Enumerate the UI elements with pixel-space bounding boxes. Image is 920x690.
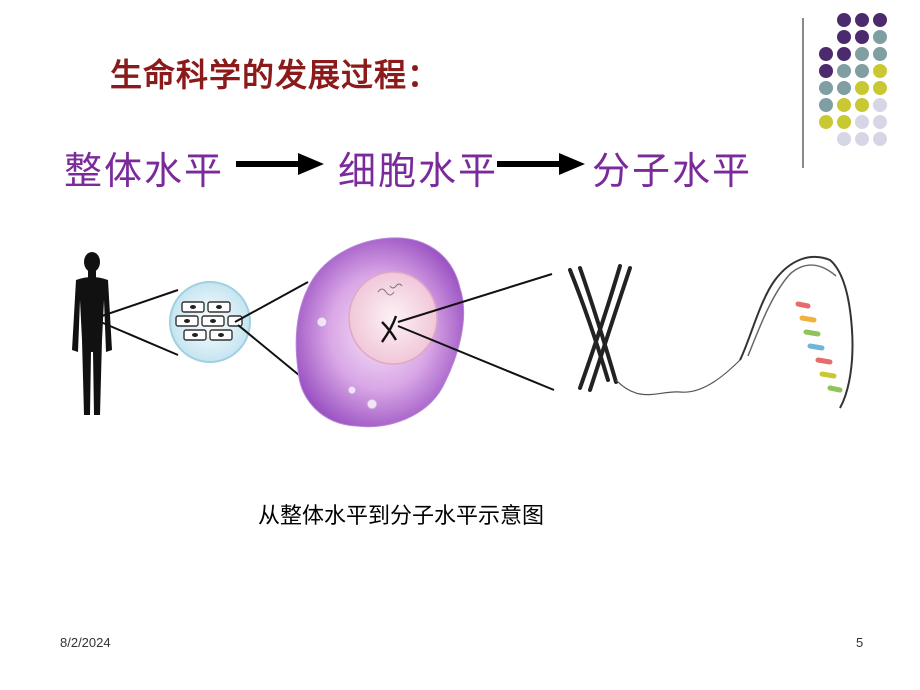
decorative-dot — [819, 47, 833, 61]
decorative-dot — [855, 132, 869, 146]
decorative-dot — [837, 98, 851, 112]
chromosome-icon — [568, 264, 632, 392]
decorative-dot — [837, 81, 851, 95]
decorative-dot — [873, 132, 887, 146]
decorative-dot — [873, 13, 887, 27]
decorative-dot — [873, 98, 887, 112]
arrow-right-icon — [236, 153, 324, 175]
slide-date: 8/2/2024 — [60, 635, 111, 650]
level-cell: 细胞水平 — [338, 149, 499, 193]
decorative-dot — [819, 64, 833, 78]
decorative-dot — [837, 132, 851, 146]
decorative-dot — [855, 13, 869, 27]
decorative-dot — [855, 81, 869, 95]
decorative-dot — [873, 64, 887, 78]
decorative-dot — [855, 64, 869, 78]
page-number: 5 — [856, 635, 864, 650]
decorative-dot — [855, 47, 869, 61]
decorative-dot — [873, 115, 887, 129]
arrow-right-icon — [497, 153, 585, 175]
decorative-dots — [819, 13, 887, 146]
decorative-dot — [837, 30, 851, 44]
decorative-dot — [837, 64, 851, 78]
decorative-dot — [819, 81, 833, 95]
decorative-dot — [873, 81, 887, 95]
level-whole-organism: 整体水平 — [64, 149, 225, 193]
level-molecular: 分子水平 — [592, 149, 753, 193]
tissue-cells-icon — [169, 281, 251, 363]
decorative-dot — [855, 98, 869, 112]
decorative-dot — [819, 98, 833, 112]
cell-icon — [295, 237, 465, 428]
decorative-dot — [837, 47, 851, 61]
decorative-dot — [873, 47, 887, 61]
human-figure-icon — [72, 252, 112, 415]
decorative-dot — [855, 115, 869, 129]
decorative-dot — [873, 30, 887, 44]
decorative-dot — [837, 115, 851, 129]
dna-helix-icon — [739, 255, 854, 409]
organism-to-molecule-illustration — [72, 237, 854, 428]
slide-title: 生命科学的发展过程： — [110, 56, 441, 94]
divider-line — [802, 18, 804, 168]
figure-caption: 从整体水平到分子水平示意图 — [258, 504, 545, 529]
decorative-dot — [855, 30, 869, 44]
decorative-dot — [819, 115, 833, 129]
decorative-dot — [837, 13, 851, 27]
